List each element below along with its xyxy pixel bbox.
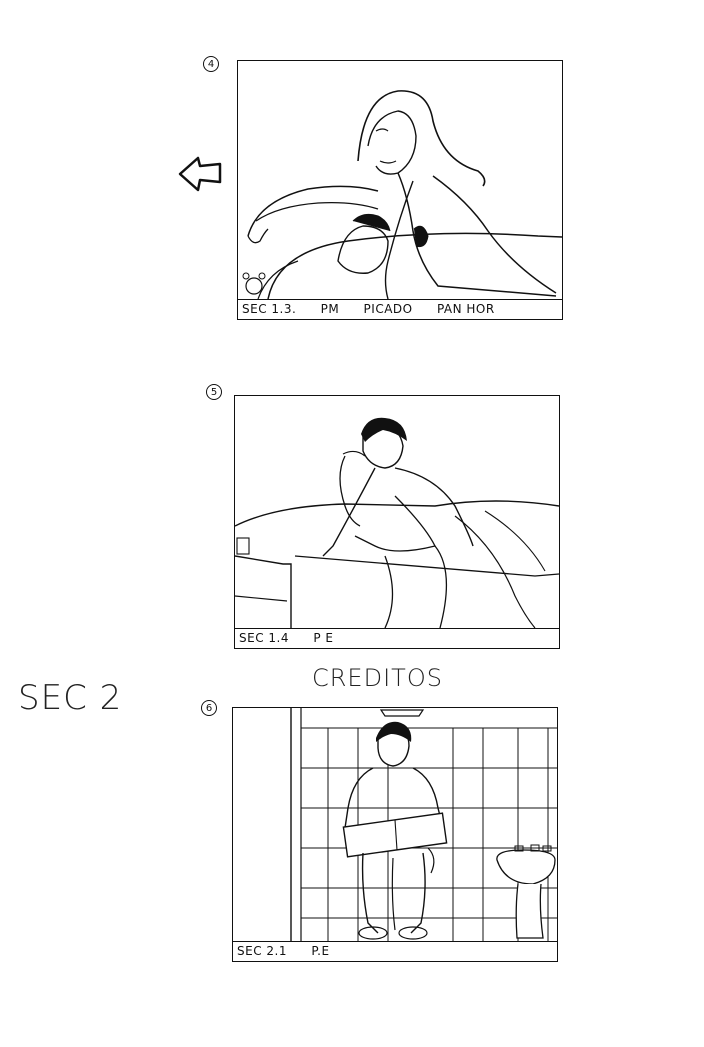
caption-section: SEC 2.1 [237,944,287,958]
panel-caption-4: SEC 1.3. PM PICADO PAN HOR [238,299,562,319]
woman-body [397,172,557,297]
alarm-clock-icon [242,272,266,295]
man-reading-icon [342,721,448,940]
panel-caption-6: SEC 2.1 P.E [233,941,557,961]
caption-shot: PM [320,302,340,316]
man-head [337,225,389,274]
panel-caption-5: SEC 1.4 P E [235,628,559,648]
caption-shot: P E [313,631,334,645]
caption-section: SEC 1.4 [239,631,289,645]
caption-movement: PAN HOR [436,302,495,316]
credits-label: CREDITOS [312,664,443,692]
scene-5-drawing [235,417,559,628]
panel-number-5: 5 [206,384,222,400]
woman-figure-5 [339,455,361,527]
toilet-icon [427,847,435,874]
caption-shot: P.E [311,944,330,958]
bed-icon [235,500,559,527]
panel-number-6: 6 [201,700,217,716]
man-body-5 [394,467,474,547]
margin-section-label: SEC 2 [18,678,123,718]
panel-number-4: 4 [203,56,219,72]
nightstand-icon [235,537,292,628]
scene-6-drawing [290,708,557,941]
woman-hair [357,90,486,187]
caption-angle: PICADO [363,302,413,316]
caption-section: SEC 1.3. [242,302,297,316]
storyboard-panel-4: SEC 1.3. PM PICADO PAN HOR [237,60,563,320]
scene-4-drawing [242,90,562,299]
storyboard-panel-6: SEC 2.1 P.E [232,707,558,962]
woman-arm [247,185,379,237]
left-arrow-icon [178,156,222,192]
storyboard-panel-5: SEC 1.4 P E [234,395,560,649]
sink-icon [496,844,556,939]
